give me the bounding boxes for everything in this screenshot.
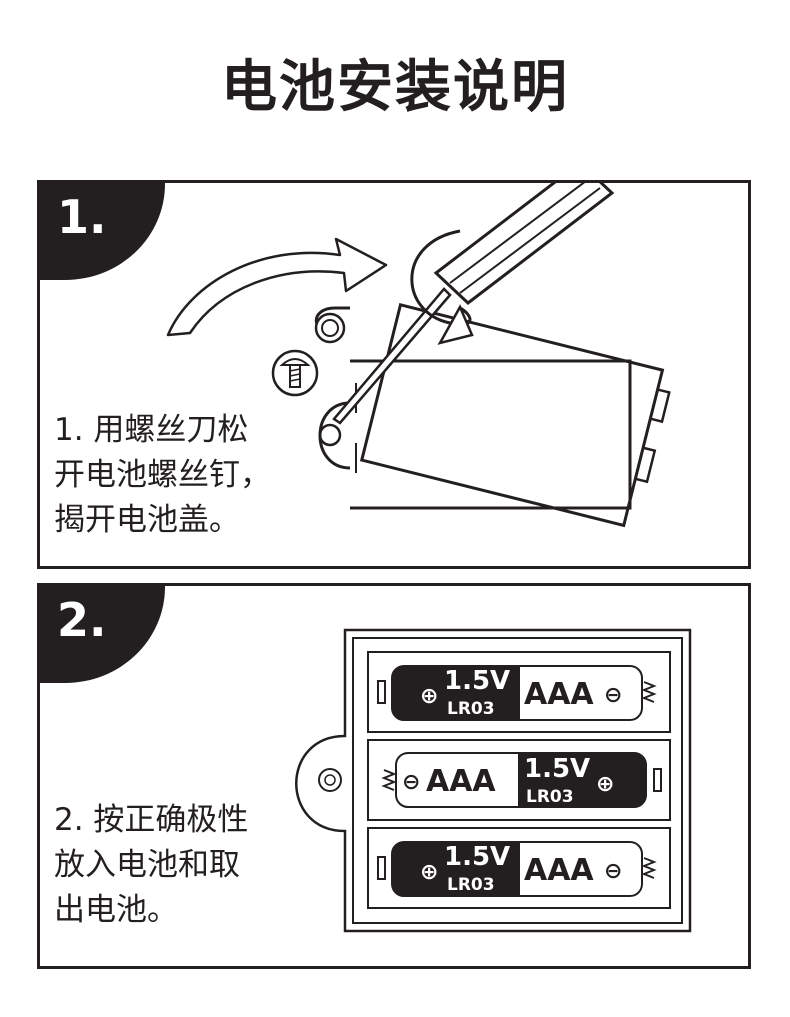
spring-icon (641, 857, 657, 879)
page-title: 电池安装说明 (221, 55, 569, 120)
step-2-line-3: 出电池。 (54, 892, 178, 928)
screwdriver-icon (332, 183, 615, 425)
step-2-line-1: 2. 按正确极性 (54, 802, 249, 838)
step-1-line-3: 揭开电池盖。 (54, 502, 240, 538)
battery-2-model: LR03 (526, 787, 574, 807)
step-2-badge: 2. (40, 586, 165, 683)
step-2-illustration: ⊕ 1.5V LR03 AAA ⊖ ⊖ AAA 1.5V LR03 ⊕ ⊕ 1.… (295, 628, 692, 933)
step-1-line-1: 1. 用螺丝刀松 (54, 412, 249, 448)
battery-1-plus: ⊕ (420, 684, 438, 709)
step-1-illustration (166, 183, 671, 528)
spring-icon (381, 769, 397, 791)
step-1-panel: 1. 1. 用螺丝刀松 开电池螺丝钉， 揭开电池盖。 (37, 180, 751, 569)
battery-3-minus: ⊖ (604, 859, 622, 884)
spring-icon (641, 681, 657, 703)
battery-3-size: AAA (524, 853, 594, 888)
battery-1-size: AAA (524, 677, 594, 712)
battery-3-model: LR03 (447, 875, 495, 895)
step-1-number: 1. (57, 190, 107, 244)
battery-3-voltage: 1.5V (444, 842, 510, 872)
screw-hole (314, 306, 351, 470)
battery-3-plus: ⊕ (420, 860, 438, 885)
step-2-number: 2. (57, 593, 107, 647)
step-2-line-2: 放入电池和取 (54, 847, 240, 883)
battery-2-voltage: 1.5V (524, 754, 590, 784)
battery-2-plus: ⊕ (596, 772, 614, 797)
step-2-panel: ⊕ 1.5V LR03 AAA ⊖ ⊖ AAA 1.5V LR03 ⊕ ⊕ 1.… (37, 583, 751, 969)
battery-2-minus: ⊖ (402, 770, 420, 795)
curved-arrow-icon (166, 237, 388, 337)
screw-icon (271, 349, 319, 397)
step-2-instructions: 2. 按正确极性 放入电池和取 出电池。 (54, 798, 248, 933)
battery-1-minus: ⊖ (604, 683, 622, 708)
battery-2: ⊖ AAA 1.5V LR03 ⊕ (381, 752, 662, 808)
step-1-instructions: 1. 用螺丝刀松 开电池螺丝钉， 揭开电池盖。 (54, 408, 271, 543)
battery-1-model: LR03 (447, 699, 495, 719)
battery-1-voltage: 1.5V (444, 666, 510, 696)
step-1-line-2: 开电池螺丝钉， (54, 457, 271, 493)
battery-1: ⊕ 1.5V LR03 AAA ⊖ (377, 665, 657, 721)
battery-3: ⊕ 1.5V LR03 AAA ⊖ (377, 841, 657, 897)
battery-2-size: AAA (426, 764, 496, 799)
